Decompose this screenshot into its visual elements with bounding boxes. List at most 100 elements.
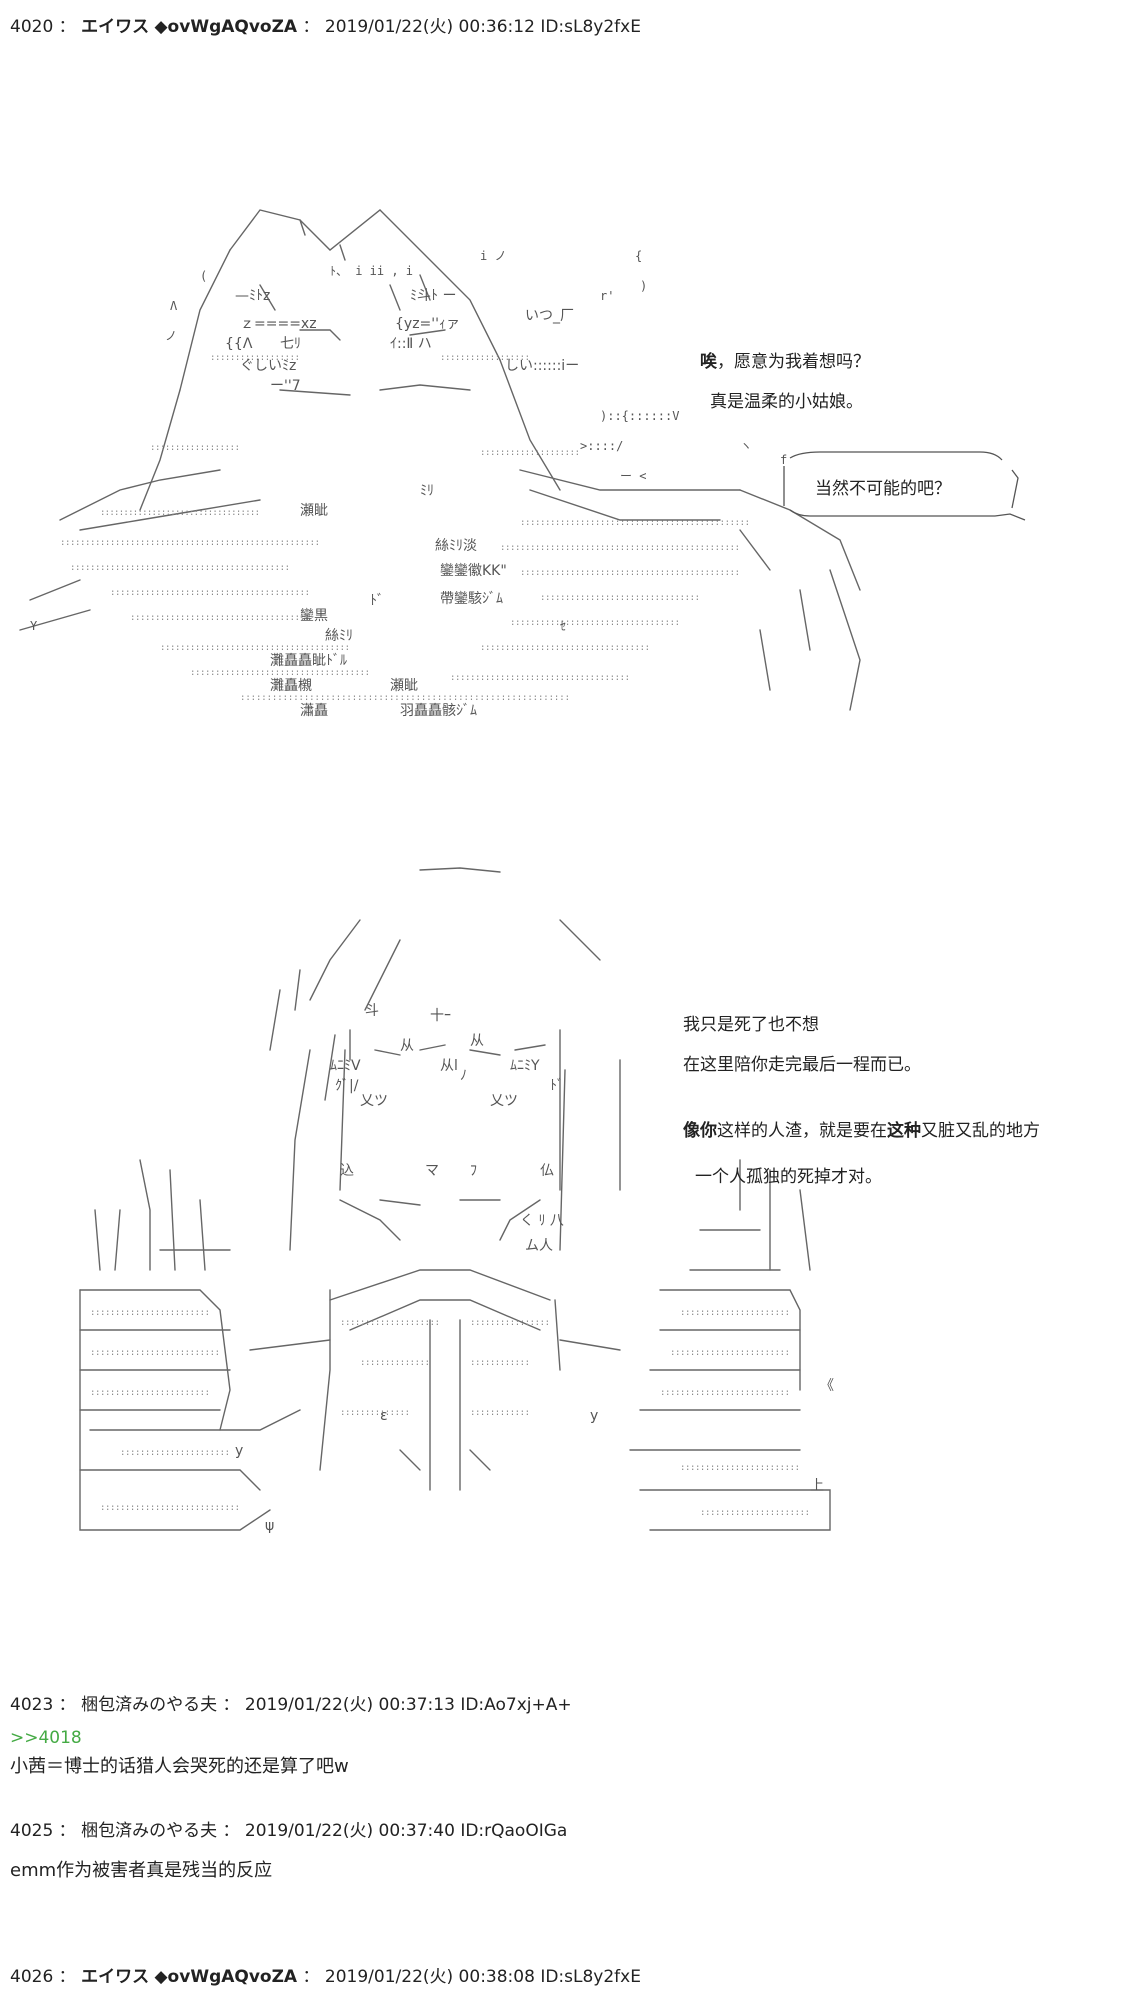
svg-text:しい::::::iー: しい::::::iー	[505, 358, 579, 374]
svg-text:y: y	[235, 1443, 243, 1459]
post-header-4023: 4023 ： 梱包済みのやる夫 ： 2019/01/22(火) 00:37:13…	[10, 1690, 572, 1715]
svg-text:ﾐﾘ: ﾐﾘ	[420, 483, 434, 499]
svg-text:上: 上	[810, 1478, 824, 1494]
svg-text:帶鑾駭ｼﾞﾑ: 帶鑾駭ｼﾞﾑ	[440, 591, 503, 607]
ascii-art-scene-2: :::::::::::::::::::::::: :::::::::::::::…	[79, 867, 834, 1534]
post-colon: ：	[222, 1695, 240, 1715]
svg-text:::::::::::::::: ::::::::::::::	[340, 1408, 410, 1418]
poster-name: 梱包済みのやる夫	[81, 1821, 218, 1841]
svg-text:r': r'	[600, 289, 614, 303]
svg-text:ψ: ψ	[265, 1518, 274, 1534]
svg-text:::::::::::::::::::::::::::::::: ::::::::::::::::::::::::::::::::::::::::…	[500, 543, 740, 553]
post-id[interactable]: ID:sL8y2fxE	[540, 1967, 641, 1987]
post-number[interactable]: 4025	[10, 1821, 54, 1841]
svg-text:::::::::::::::::::::::::::::::: ::::::::::::::::::::::::::::::::::::	[190, 668, 370, 678]
post-datetime: 2019/01/22(火) 00:36:12	[324, 17, 535, 37]
svg-text:): )	[640, 279, 647, 293]
svg-text:ヽ: ヽ	[740, 439, 752, 453]
svg-text:::::::::::::::::::::::: ::::::::::::::::::::::	[120, 1448, 230, 1458]
post-number[interactable]: 4023	[10, 1695, 54, 1715]
svg-text:::::::::::::::::::::::::: ::::::::::::::::::::::::	[90, 1308, 210, 1318]
svg-text:::::::::::::::::::::::::: ::::::::::::::::::::::::	[90, 1388, 210, 1398]
svg-text:ﾐ斗ﾄ ー: ﾐ斗ﾄ ー	[410, 288, 456, 304]
svg-text:灘矗矗眦ﾄﾞﾙ: 灘矗矗眦ﾄﾞﾙ	[270, 653, 347, 669]
svg-text:::::::::::::::::::::::::::::::: ::::::::::::::::::::::::::::::::::::::::…	[240, 693, 570, 703]
svg-text:十ｰ: 十ｰ	[430, 1008, 451, 1024]
svg-text:::::::::::::::::::::::::::::::: ::::::::::::::::::::::::::::::::::	[100, 508, 260, 518]
reply-anchor-link[interactable]: >>4018	[10, 1728, 82, 1748]
svg-text:いつ_厂: いつ_厂	[525, 308, 574, 324]
svg-text:ε: ε	[380, 1408, 388, 1424]
svg-text:{yz=''ｨァ: {yz=''ｨァ	[395, 316, 460, 332]
poster-name: エイワス	[81, 17, 150, 37]
svg-text:::::::::::::::::::::::::::::::: ::::::::::::::::::::::::::::::::::::::	[160, 643, 350, 653]
post-number[interactable]: 4020	[10, 17, 54, 37]
svg-text:ぐしいﾐz: ぐしいﾐz	[240, 358, 296, 374]
svg-text:瀬眦: 瀬眦	[390, 678, 418, 694]
post-separator: ：	[58, 17, 76, 37]
svg-text:从: 从	[400, 1038, 414, 1054]
post-header-4020: 4020 ： エイワス ◆ovWgAQvoZA ： 2019/01/22(火) …	[10, 12, 641, 37]
post-datetime: 2019/01/22(火) 00:37:13	[244, 1695, 455, 1715]
svg-text:ー''7: ー''7	[270, 378, 301, 394]
svg-text:ｾ: ｾ	[560, 619, 566, 633]
svg-text:—ﾐﾄz: —ﾐﾄz	[235, 288, 270, 304]
caption-scene2-line3: 像你这样的人渣，就是要在这种又脏又乱的地方	[683, 1121, 1040, 1141]
svg-text:ム人: ム人	[525, 1238, 553, 1254]
svg-text:ﾄ、 i ii , i: ﾄ、 i ii , i	[330, 264, 413, 278]
svg-text:::::::::::::::::::::::::::::::: ::::::::::::::::::::::::::::::::::::::::…	[60, 538, 320, 548]
post-id[interactable]: ID:Ao7xj+A+	[460, 1695, 572, 1715]
caption-scene2-line1: 我只是死了也不想	[683, 1015, 819, 1035]
svg-text:::::::::::::::::::: ::::::::::::::::::	[210, 353, 300, 363]
poster-trip: ◆ovWgAQvoZA	[154, 1967, 298, 1987]
svg-text:乂ツ: 乂ツ	[490, 1093, 518, 1109]
svg-text:(: (	[200, 269, 207, 283]
svg-text:ノ: ノ	[165, 329, 177, 343]
svg-text:::::::::::::::::::::::::::::::: ::::::::::::::::::::::::::::::::::::	[130, 613, 310, 623]
svg-text:::::::::::::::: ::::::::::::::	[360, 1358, 430, 1368]
svg-text:《: 《	[820, 1378, 834, 1394]
svg-text:込: 込	[340, 1163, 354, 1179]
speech-bubble: f	[780, 451, 1026, 521]
svg-text:く ﾘ 八: く ﾘ 八	[520, 1213, 564, 1229]
svg-text:ｸﾞ|/: ｸﾞ|/	[335, 1078, 359, 1094]
post-separator: ：	[58, 1695, 76, 1715]
post-id[interactable]: ID:rQaoOIGa	[460, 1821, 568, 1841]
svg-text:::::::::::::::::::::::::::::::: ::::::::::::::::::::::::::::::::::::::::	[110, 588, 310, 598]
svg-text:::::::::::::::::::::::::::::: ::::::::::::::::::::::::::::	[100, 1503, 240, 1513]
svg-text:Y: Y	[30, 619, 38, 633]
poster-name: 梱包済みのやる夫	[81, 1695, 218, 1715]
svg-text:)::{::::::V: )::{::::::V	[600, 409, 679, 423]
poster-name: エイワス	[81, 1967, 150, 1987]
post-id[interactable]: ID:sL8y2fxE	[540, 17, 641, 37]
svg-text:>::::/: >::::/	[580, 439, 623, 453]
post-datetime: 2019/01/22(火) 00:37:40	[244, 1821, 455, 1841]
svg-text:::::::::::::::::::::: ::::::::::::::::::::	[480, 448, 580, 458]
svg-text:::::::::::::::::::::::::::::::: ::::::::::::::::::::::::::::::::	[540, 593, 700, 603]
svg-text:ﾑﾆﾐY: ﾑﾆﾐY	[510, 1058, 540, 1074]
svg-text:ﾄﾞ: ﾄﾞ	[370, 593, 384, 609]
svg-text:仏: 仏	[540, 1163, 554, 1179]
post-body-4023: 小茜＝博士的话猎人会哭死的还是算了吧w	[10, 1756, 349, 1777]
svg-text:乂ツ: 乂ツ	[360, 1093, 388, 1109]
bubble-text: 当然不可能的吧？	[815, 479, 951, 499]
post-colon: ：	[222, 1821, 240, 1841]
svg-text:Λ: Λ	[170, 299, 178, 313]
poster-trip: ◆ovWgAQvoZA	[154, 17, 298, 37]
svg-text:::::::::::::::::::::::::::::::: ::::::::::::::::::::::::::::::::::	[510, 618, 680, 628]
post-body-4025: emm作为被害者真是残当的反应	[10, 1860, 273, 1881]
svg-text:絲ﾐﾘ: 絲ﾐﾘ	[325, 628, 353, 644]
post-number[interactable]: 4026	[10, 1967, 54, 1987]
caption-scene1-line1: 唉，愿意为我着想吗？	[700, 352, 870, 372]
post-header-4026: 4026 ： エイワス ◆ovWgAQvoZA ： 2019/01/22(火) …	[10, 1962, 641, 1987]
svg-text:七ﾘ: 七ﾘ	[280, 336, 301, 352]
ascii-art-scene-1: :::::::::::::::::::::::::::::::::: :::::…	[19, 209, 861, 719]
svg-text:::::::::::::::::::::::::: ::::::::::::::::::::::::	[680, 1463, 800, 1473]
svg-text:瀟矗: 瀟矗	[300, 703, 328, 719]
svg-text:ー <: ー <	[620, 469, 646, 483]
svg-text:灘矗櫬: 灘矗櫬	[270, 678, 312, 694]
svg-text:マ: マ	[425, 1163, 439, 1179]
svg-text:ﾉ: ﾉ	[460, 1068, 467, 1084]
svg-text:瀬眦: 瀬眦	[300, 503, 328, 519]
svg-text:i ノ: i ノ	[480, 249, 506, 263]
